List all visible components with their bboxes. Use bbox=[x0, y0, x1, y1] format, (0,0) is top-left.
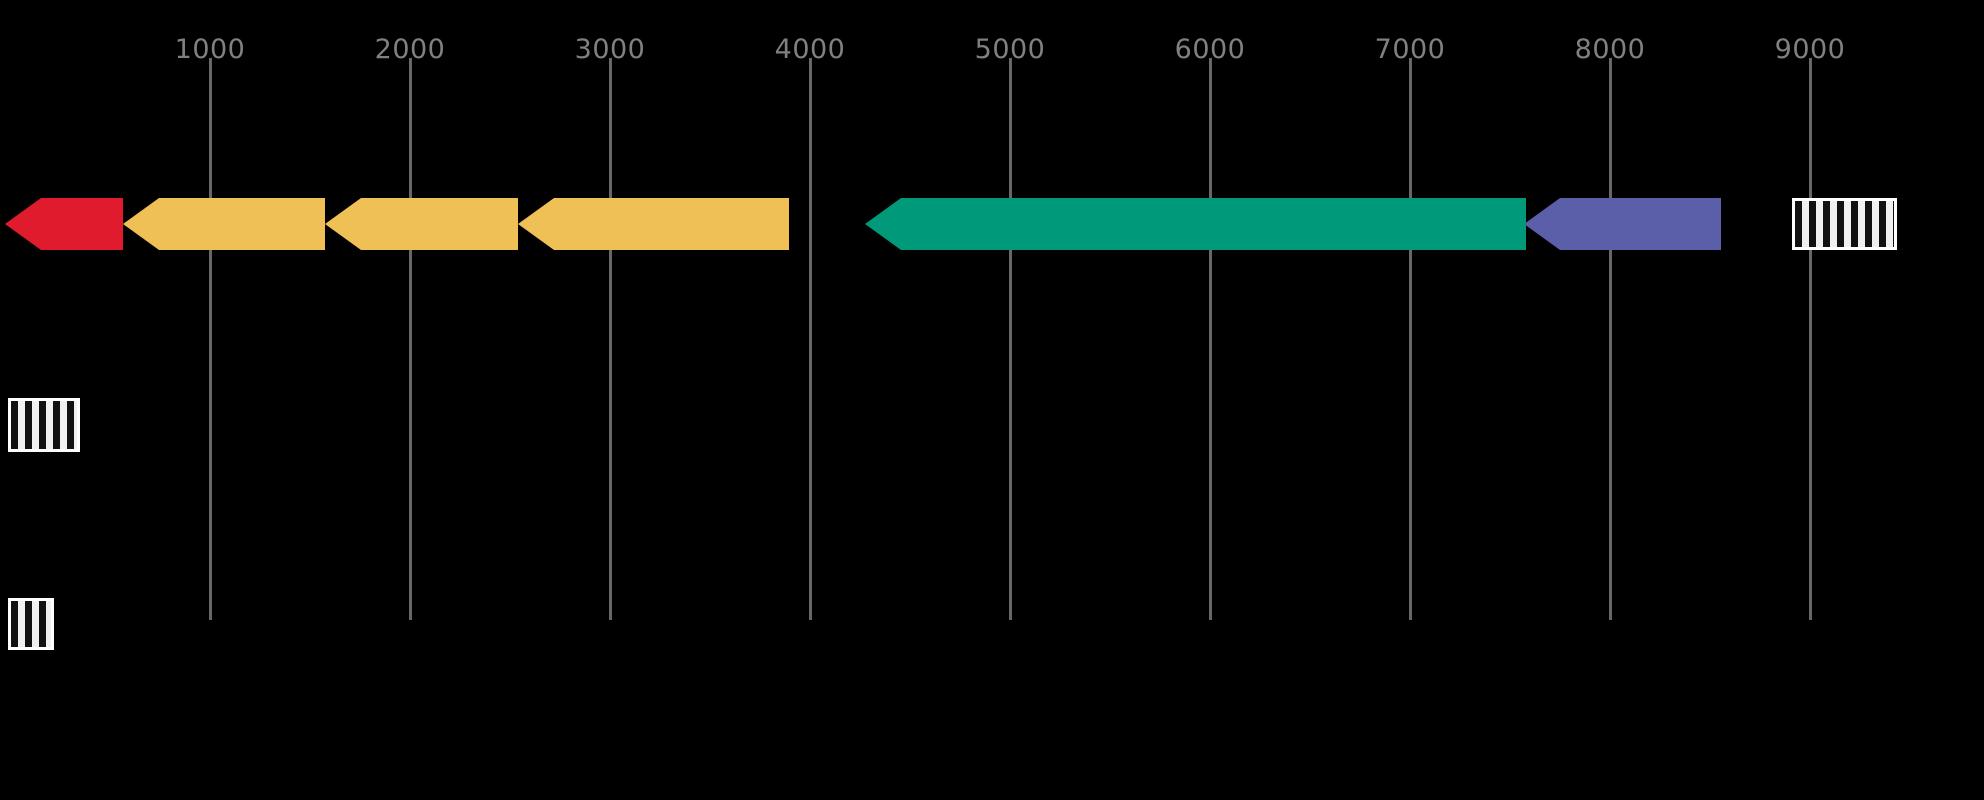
feature-hatched-box-3[interactable] bbox=[8, 598, 54, 650]
axis-gridline-5000 bbox=[1008, 58, 1012, 620]
track-2 bbox=[0, 398, 1984, 452]
feature-yellow-cds-1[interactable] bbox=[123, 198, 325, 250]
axis-gridline-4000 bbox=[808, 58, 812, 620]
track-1 bbox=[0, 198, 1984, 250]
axis-gridline-3000 bbox=[608, 58, 612, 620]
axis-gridline-1000 bbox=[208, 58, 212, 620]
track-3 bbox=[0, 598, 1984, 650]
feature-red-cds[interactable] bbox=[5, 198, 123, 250]
hatch-stripes bbox=[11, 401, 77, 449]
feature-yellow-cds-3[interactable] bbox=[518, 198, 789, 250]
feature-green-cds[interactable] bbox=[865, 198, 1526, 250]
axis-gridline-6000 bbox=[1208, 58, 1212, 620]
axis-gridline-2000 bbox=[408, 58, 412, 620]
axis-gridline-8000 bbox=[1608, 58, 1612, 620]
feature-yellow-cds-2-shape bbox=[325, 198, 518, 250]
feature-hatched-box-1[interactable] bbox=[1792, 198, 1897, 250]
axis-gridline-7000 bbox=[1408, 58, 1412, 620]
feature-yellow-cds-3-shape bbox=[518, 198, 789, 250]
hatch-stripes bbox=[1795, 201, 1894, 247]
feature-hatched-box-2[interactable] bbox=[8, 398, 80, 452]
axis-gridline-9000 bbox=[1808, 58, 1812, 620]
feature-yellow-cds-2[interactable] bbox=[325, 198, 518, 250]
feature-green-cds-shape bbox=[865, 198, 1526, 250]
feature-blue-cds-shape bbox=[1524, 198, 1721, 250]
feature-yellow-cds-1-shape bbox=[123, 198, 325, 250]
feature-red-cds-shape bbox=[5, 198, 123, 250]
feature-blue-cds[interactable] bbox=[1524, 198, 1721, 250]
hatch-stripes bbox=[11, 601, 51, 647]
